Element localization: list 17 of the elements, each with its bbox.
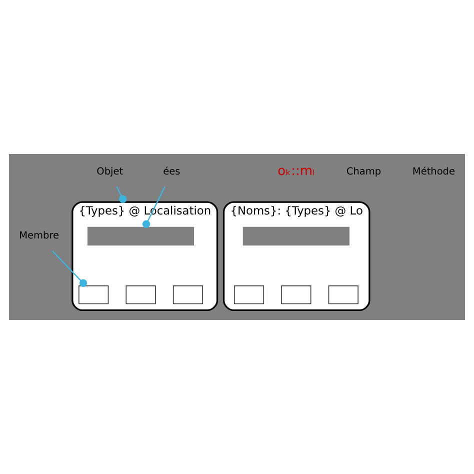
node-box [126,285,156,304]
connector [52,250,88,288]
node-text: ées [163,166,180,178]
node-bar [242,226,350,246]
node-box [78,285,109,304]
label: Méthode [412,166,456,178]
label: Champ [346,166,382,178]
connector [116,186,127,203]
node-box [281,285,312,304]
cluster: {Noms}: {Types} @ Lo [222,201,370,312]
node-text: Objet [96,166,124,178]
node-box [328,285,358,304]
node-label: oₖ::mₗ [278,164,315,179]
node-box [234,285,264,304]
node-box [172,285,204,304]
node-bar [87,226,194,246]
node-text: Membre [19,230,60,242]
